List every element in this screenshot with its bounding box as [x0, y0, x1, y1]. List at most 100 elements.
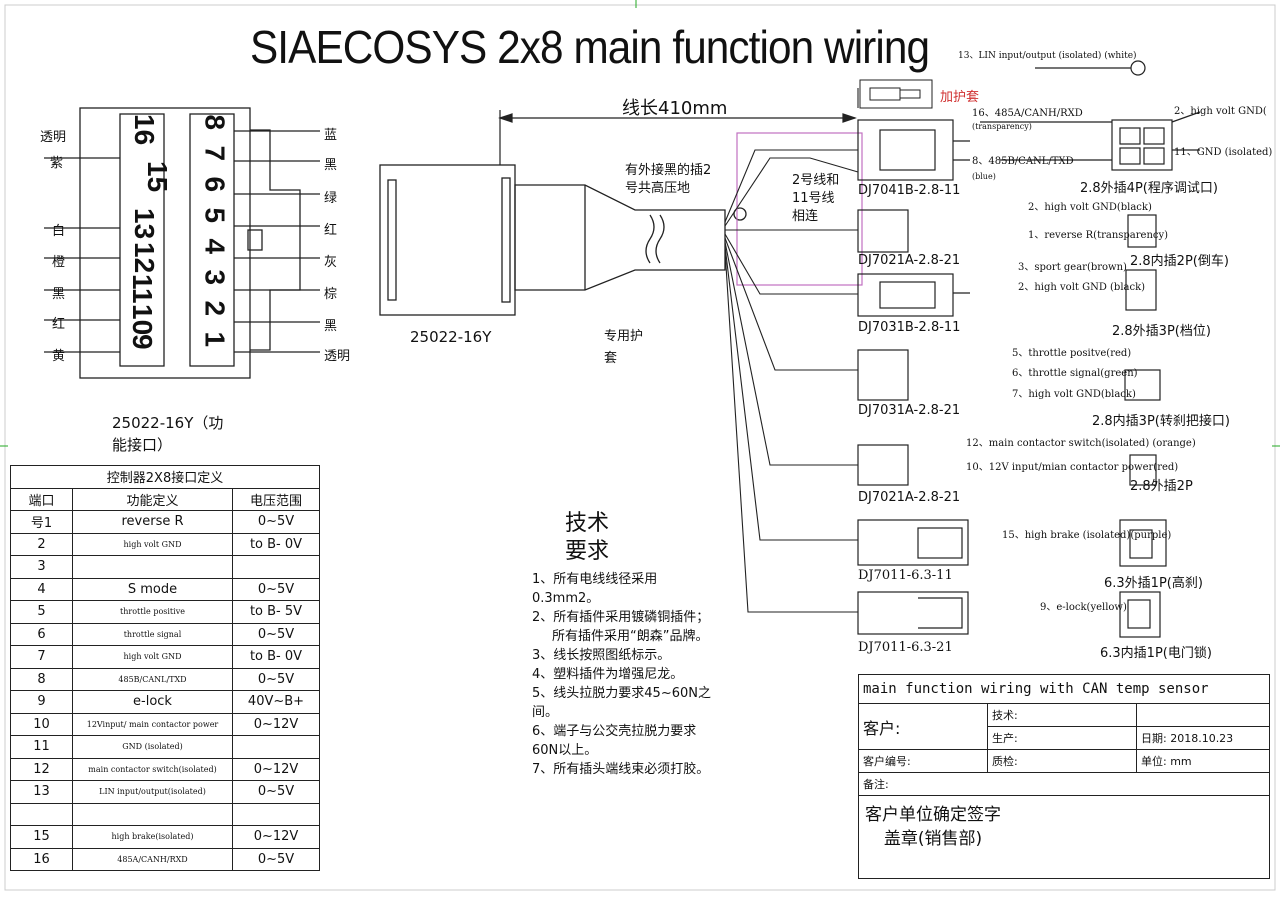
spec-cell: e-lock: [72, 690, 233, 714]
connector-function: 2.8外插3P(档位): [1112, 324, 1211, 339]
tech-item: 1、所有电线线径采用0.3mm2。: [532, 572, 658, 606]
spec-cell: 0~12V: [232, 825, 320, 849]
spec-cell: 13: [10, 780, 73, 804]
spec-cell: to B- 0V: [232, 532, 320, 556]
pin-note: (blue): [972, 172, 996, 181]
prod-label: 生产:: [987, 726, 1137, 750]
pin-note: 2、high volt GND(black): [1028, 202, 1152, 213]
spec-cell: 15: [10, 825, 73, 849]
wire-note: 2号线和11号线相连: [792, 173, 840, 224]
pin-note: 1、reverse R(transparency): [1028, 230, 1169, 241]
connector-name: DJ7011-6.3-21: [858, 640, 953, 655]
tech-list: 1、所有电线线径采用0.3mm2。 2、所有插件采用镀磷铜插件； 所有插件采用“…: [532, 570, 722, 779]
left-pin-column: 16 15 13 12 11 10 9: [126, 114, 173, 366]
spec-cell: GND (isolated): [72, 735, 233, 759]
pin-note: 11、GND (isolated): [1174, 147, 1273, 158]
pin-note: 2、high volt GND (black): [1018, 282, 1146, 293]
pin-label: 11: [127, 274, 158, 304]
spec-cell: 485B/CANL/TXD: [72, 667, 233, 691]
spec-cell: LIN input/output(isolated): [72, 780, 233, 804]
connector-name: DJ7021A-2.8-21: [858, 253, 961, 268]
spec-cell: 5: [10, 600, 73, 624]
spec-cell: 0~5V: [232, 577, 320, 601]
spec-cell: [10, 802, 73, 826]
wire-color: 黑: [324, 319, 338, 334]
spec-cell: 6: [10, 622, 73, 646]
spec-cell: throttle signal: [72, 622, 233, 646]
pin-note: 7、high volt GND(black): [1012, 389, 1136, 400]
special-sleeve-label: 专用护套: [604, 329, 644, 366]
spec-cell: 9: [10, 690, 73, 714]
pin-note: 9、e-lock(yellow): [1040, 602, 1127, 613]
spec-caption: 控制器2X8接口定义: [10, 465, 320, 489]
pin-label: 15: [142, 161, 173, 193]
spec-cell: main contactor switch(isolated): [72, 757, 233, 781]
spec-cell: [232, 802, 320, 826]
connector-function: 6.3外插1P(高刹): [1104, 576, 1203, 591]
fan-out-wires: [724, 88, 859, 613]
spec-row: [10, 802, 320, 826]
pin-note: 16、485A/CANH/RXD: [972, 108, 1083, 119]
wire-color: 透明: [324, 349, 351, 364]
pin-label: 1: [199, 331, 231, 348]
wire-color: 紫: [50, 156, 64, 171]
spec-cell: 12Vinput/ main contactor power: [72, 712, 233, 736]
wire-length-label: 线长410mm: [622, 98, 728, 119]
tech-item: 3、线长按照图纸标示。: [532, 648, 671, 663]
spec-cell: reverse R: [72, 510, 233, 534]
wire-color: 棕: [324, 287, 338, 302]
spec-cell: 485A/CANH/RXD: [72, 847, 233, 871]
spec-cell: [232, 555, 320, 579]
pin-label: 9: [127, 334, 158, 350]
wire-color: 白: [52, 224, 66, 239]
connector-main-label: 25022-16Y: [410, 328, 492, 346]
title-block: main function wiring with CAN temp senso…: [858, 674, 1270, 879]
pin-label: 13: [129, 208, 160, 240]
spec-cell: 0~12V: [232, 757, 320, 781]
page-title: SIAECOSYS 2x8 main function wiring: [250, 21, 930, 73]
spec-cell: 11: [10, 735, 73, 759]
spec-cell: 0~5V: [232, 510, 320, 534]
wire-color: 黑: [324, 158, 338, 173]
tech-label: 技术:: [987, 703, 1137, 727]
spec-cell: 8: [10, 667, 73, 691]
spec-cell: [72, 555, 233, 579]
pin-note: 15、high brake (isolated)(purple): [1002, 530, 1172, 541]
tech-item: 7、所有插头端线束必须打胶。: [532, 762, 710, 777]
spec-cell: S mode: [72, 577, 233, 601]
pin-note: (transparency): [972, 122, 1032, 131]
pin-label: 2: [199, 300, 231, 317]
pin-label: 3: [199, 269, 231, 286]
pin-note: 5、throttle positve(red): [1012, 348, 1132, 359]
connector-function: 6.3内插1P(电门锁): [1100, 646, 1212, 661]
spec-cell: high volt GND: [72, 532, 233, 556]
spec-cell: to B- 5V: [232, 600, 320, 624]
spec-cell: 号1: [10, 510, 73, 534]
spec-cell: 10: [10, 712, 73, 736]
wire-color: 红: [52, 317, 66, 332]
wire-color: 灰: [324, 255, 338, 270]
wire-color: 蓝: [324, 128, 338, 143]
tech-heading: 技术要求: [565, 511, 610, 564]
tech-item: 4、塑料插件为增强尼龙。: [532, 667, 684, 682]
confirm-label: 客户单位确定签字盖章(销售部): [865, 805, 1001, 849]
unit-label: 单位: mm: [1136, 749, 1270, 773]
spec-cell: throttle positive: [72, 600, 233, 624]
spec-cell: to B- 0V: [232, 645, 320, 669]
connector-face: [44, 107, 320, 379]
wire-color: 透明: [40, 130, 67, 145]
spec-cell: 0~12V: [232, 712, 320, 736]
spec-header: 电压范围: [232, 487, 320, 511]
connector-function-label: 25022-16Y（功能接口）: [112, 414, 224, 454]
